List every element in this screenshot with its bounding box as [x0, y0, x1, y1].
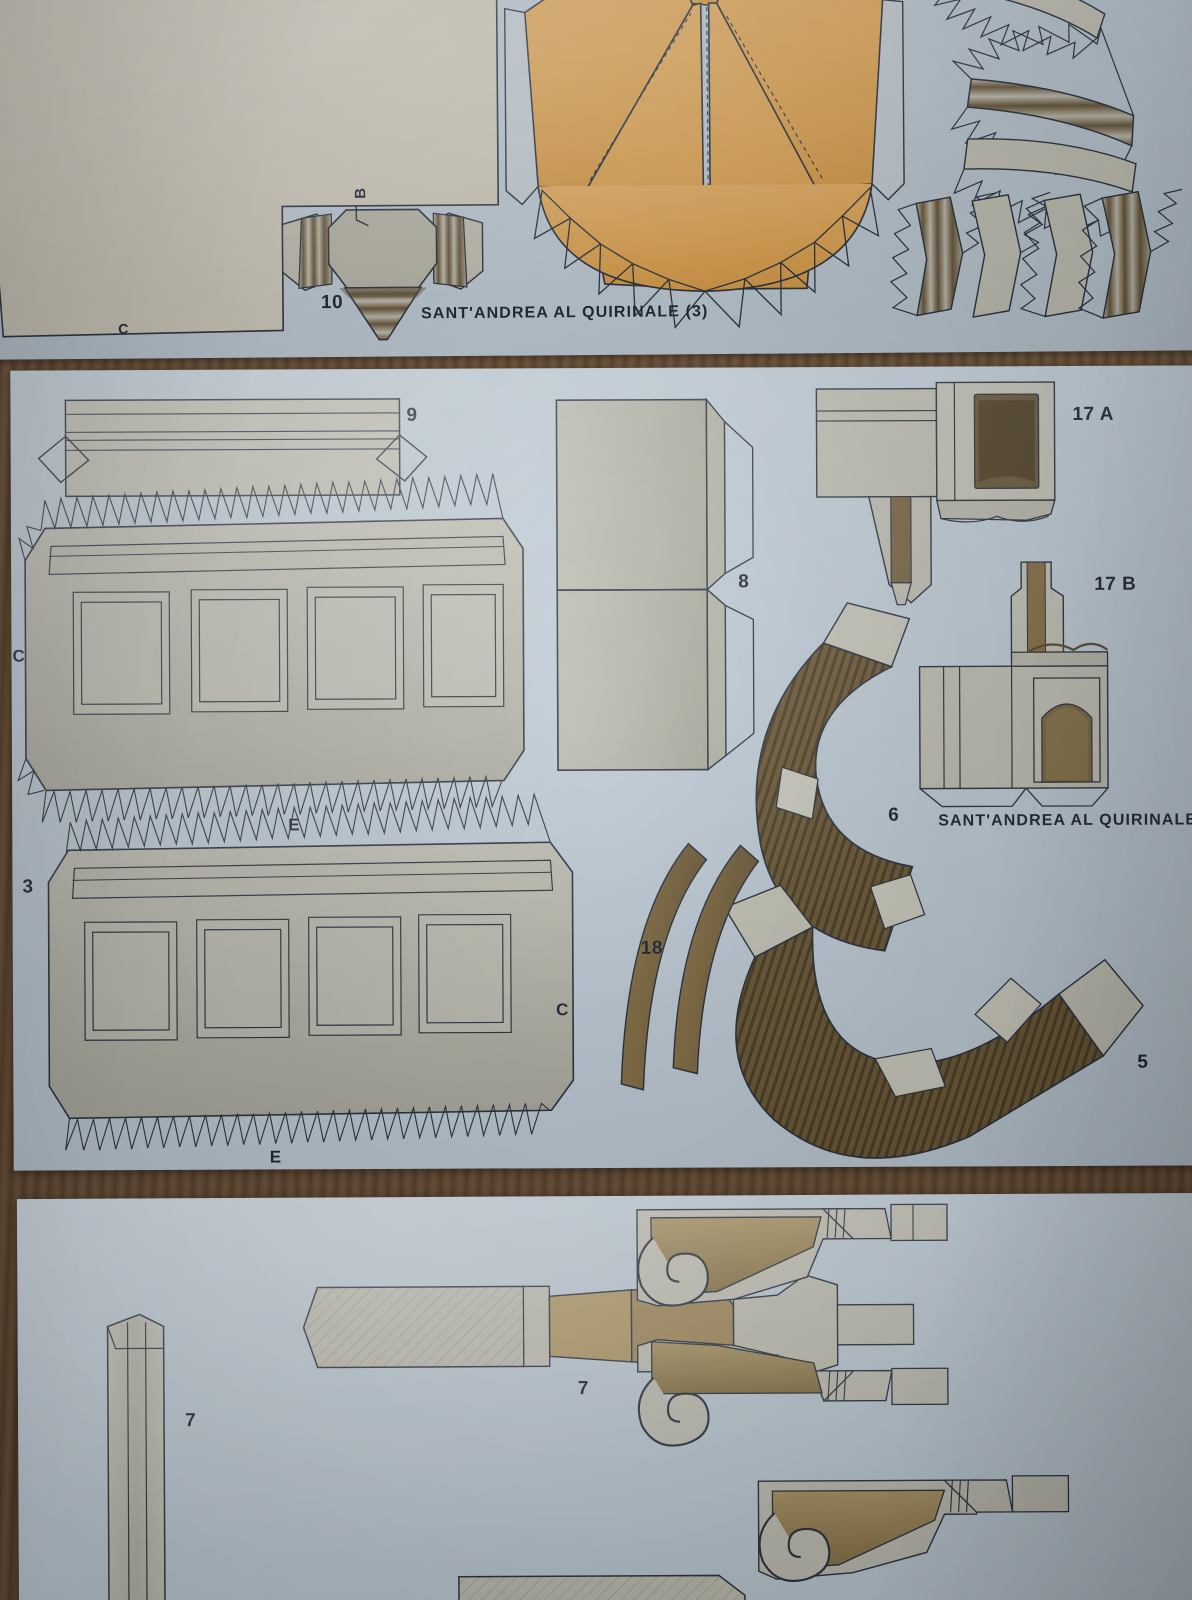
volute-bracket-assembly-lower — [458, 1474, 1070, 1600]
curved-cornice-strips-group — [889, 0, 1183, 319]
part-17b-facade-block — [918, 561, 1109, 808]
part-label-7-left: 7 — [184, 1410, 197, 1432]
fold-mark-c-label-sheet1: C — [118, 320, 129, 337]
fold-mark-e-upper-label: E — [288, 815, 301, 835]
part-label-5: 5 — [1137, 1051, 1149, 1073]
sheet-title-4: SANT'ANDREA AL QUIRINALE (4) — [938, 811, 1192, 830]
fold-mark-c-lower-label: C — [556, 1000, 569, 1020]
part-label-7-center: 7 — [577, 1378, 590, 1400]
fold-mark-c-upper-label: C — [12, 646, 26, 666]
sheet-title-3: SANT'ANDREA AL QUIRINALE (3) — [421, 303, 709, 323]
fold-mark-b-label: B — [352, 187, 370, 199]
large-blank-panel — [0, 0, 500, 338]
part-17a-facade-block — [815, 381, 1056, 606]
part-label-3: 3 — [22, 876, 34, 898]
part-10-pediment — [281, 205, 484, 341]
fold-mark-e-lower-label: E — [269, 1147, 282, 1167]
cutout-sheet-3: 10 B C SANT'ANDREA AL QUIRINALE (3) — [0, 0, 1192, 360]
part-3-wall-panel — [47, 792, 575, 1151]
part-9-cornice-strip — [37, 398, 428, 498]
part-label-10: 10 — [320, 291, 344, 314]
part-7-column-shaft-left — [106, 1313, 166, 1600]
part-6-curved-entablature — [755, 602, 926, 952]
part-label-17b: 17 B — [1094, 573, 1137, 595]
part-11-dome-gores — [504, 0, 905, 329]
part-label-9: 9 — [406, 404, 418, 426]
part-18-arc-strips — [620, 842, 760, 1091]
wall-panel-upper — [16, 472, 525, 823]
part-label-6: 6 — [888, 804, 900, 826]
part-label-17a: 17 A — [1072, 403, 1114, 425]
part-label-8: 8 — [738, 571, 750, 593]
part-label-18: 18 — [640, 937, 663, 959]
part-5-curved-entablature — [723, 884, 1144, 1159]
part-8-box-panel — [555, 397, 755, 772]
cutout-sheet-5: 7 7 — [16, 1192, 1192, 1600]
cutout-sheet-4: 9 C E 3 C E 8 17 A 17 B 6 18 5 SANT'ANDR… — [10, 365, 1192, 1171]
part-7-volute-bracket-assembly-upper — [302, 1203, 949, 1447]
